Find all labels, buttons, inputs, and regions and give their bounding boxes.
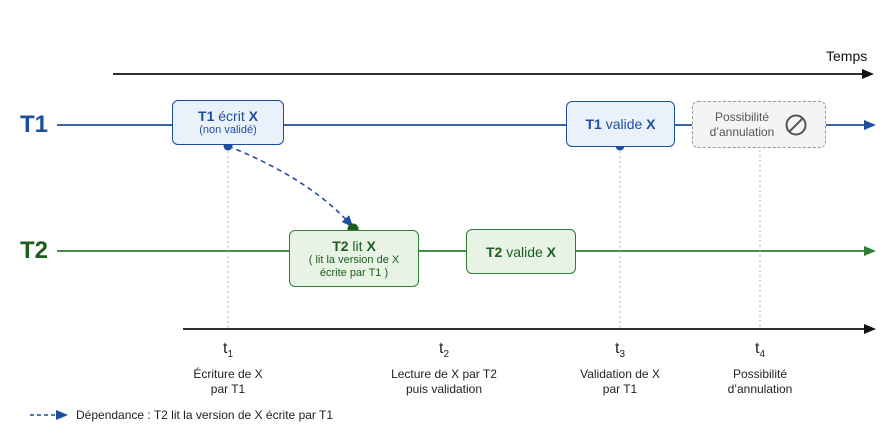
- tick-t1-index: 1: [227, 349, 233, 361]
- tick-t2-index: 2: [443, 349, 449, 361]
- tick-t2-desc1: Lecture de X par T2: [391, 367, 497, 382]
- tick-t3-desc2: par T1: [602, 382, 638, 397]
- t1-abort-box: Possibilité d’annulation: [692, 101, 826, 148]
- lane-label-t1: T1: [20, 111, 49, 138]
- t2-read-actor: T2: [332, 237, 349, 254]
- tick-t1-desc: Écriture de X par T1: [168, 367, 288, 397]
- tick-t1: t1 Écriture de X par T1: [168, 340, 288, 397]
- tick-t2-desc2: puis validation: [405, 382, 483, 397]
- t1-commit-object: X: [646, 116, 656, 132]
- t1-abort-line1: Possibilité: [714, 109, 769, 124]
- tick-t3-index: 3: [619, 349, 625, 361]
- t1-write-subtitle: (non validé): [199, 124, 257, 136]
- dependency-arrow: [227, 145, 354, 228]
- tick-t2-desc: Lecture de X par T2 puis validation: [374, 367, 514, 397]
- t2-commit-verb: valide: [502, 243, 547, 260]
- t1-write-title: T1 écrit X: [198, 108, 258, 124]
- tick-t3: t3 Validation de X par T1: [560, 340, 680, 397]
- t2-read-object: X: [366, 237, 376, 254]
- tick-t1-desc2: par T1: [210, 382, 246, 397]
- t1-commit-actor: T1: [585, 116, 602, 132]
- prohibited-icon: [785, 114, 807, 135]
- time-label: Temps: [826, 48, 868, 64]
- tick-t4: t4 Possibilité d’annulation: [700, 340, 820, 397]
- t1-commit-box: T1 valide X: [566, 101, 675, 147]
- t2-read-verb: lit: [348, 237, 367, 254]
- tick-t4-desc: Possibilité d’annulation: [700, 367, 820, 397]
- t1-commit-title: T1 valide X: [585, 116, 655, 132]
- t1-write-object: X: [248, 108, 258, 124]
- tick-t4-label: t4: [700, 340, 820, 364]
- t2-commit-title: T2 valide X: [486, 244, 556, 260]
- t1-abort-text: Possibilité d’annulation: [710, 110, 775, 140]
- tick-t3-label: t3: [560, 340, 680, 364]
- tick-t4-index: 4: [759, 349, 765, 361]
- legend-text: Dépendance : T2 lit la version de X écri…: [76, 408, 334, 422]
- t1-write-actor: T1: [198, 108, 215, 124]
- tick-t4-desc1: Possibilité: [732, 367, 788, 382]
- lane-label-t2: T2: [20, 237, 49, 264]
- tick-t3-desc: Validation de X par T1: [560, 367, 680, 397]
- tick-t1-label: t1: [168, 340, 288, 364]
- t2-read-sub2: écrite par T1 ): [319, 266, 389, 279]
- tick-t3-base: t: [614, 340, 620, 357]
- tick-t3-desc1: Validation de X: [580, 367, 660, 382]
- tick-t1-base: t: [222, 340, 228, 357]
- t1-commit-verb: valide: [601, 116, 647, 132]
- tick-t2-base: t: [438, 340, 444, 357]
- t2-commit-actor: T2: [485, 243, 503, 260]
- tick-t1-desc1: Écriture de X: [193, 367, 263, 382]
- t2-commit-object: X: [546, 243, 557, 260]
- tick-t4-desc2: d’annulation: [727, 382, 793, 397]
- t1-write-box: T1 écrit X (non validé): [172, 100, 284, 145]
- t2-commit-box: T2 valide X: [466, 229, 576, 274]
- t2-read-sub1: ( lit la version de X: [308, 253, 400, 266]
- tick-t2: t2 Lecture de X par T2 puis validation: [374, 340, 514, 397]
- t2-read-title: T2 lit X: [332, 238, 376, 254]
- t1-write-verb: écrit: [214, 108, 249, 124]
- tick-t4-base: t: [754, 340, 760, 357]
- tick-t2-label: t2: [374, 340, 514, 364]
- t2-read-box: T2 lit X ( lit la version de X écrite pa…: [289, 230, 419, 287]
- t1-abort-line2: d’annulation: [709, 124, 775, 139]
